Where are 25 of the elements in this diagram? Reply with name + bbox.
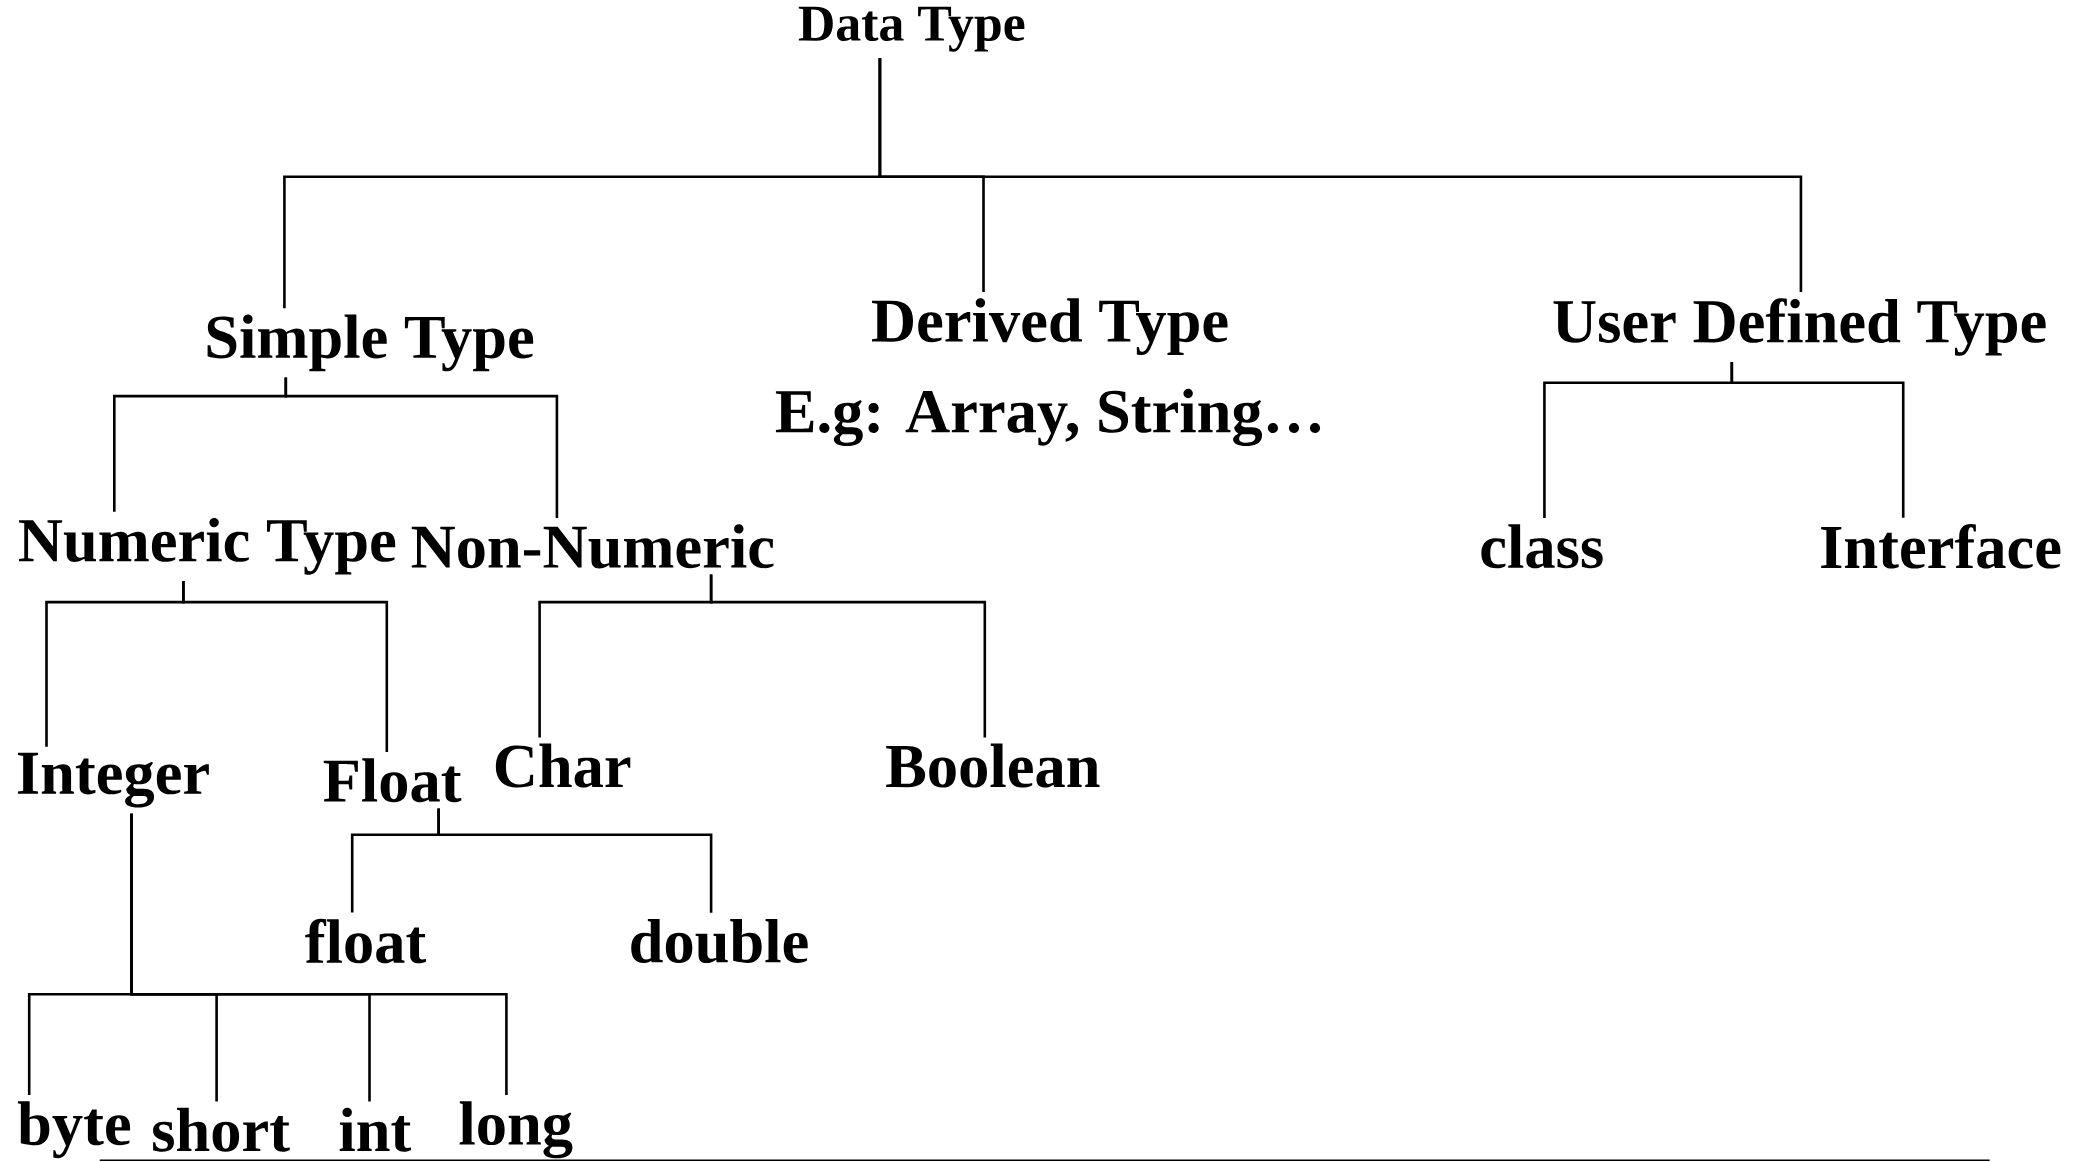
type-label: double — [631, 918, 808, 964]
type-label: byte — [17, 1101, 131, 1159]
type-label: Char — [495, 743, 631, 788]
type-label: Boolean — [886, 743, 1100, 788]
type-label: Float — [323, 758, 462, 803]
tree-connector — [284, 377, 559, 519]
type-label: Derived Type E.g: Array, String… — [775, 298, 1321, 446]
type-label: class — [1481, 524, 1603, 569]
type-label: Integer — [17, 752, 209, 808]
tree-connector — [878, 57, 1803, 293]
tree-connector — [437, 808, 713, 913]
type-label: Simple Type — [207, 314, 534, 372]
type-label: User Defined Type — [1553, 298, 2046, 356]
type-label: Non-Numeric — [411, 524, 774, 569]
type-label: float — [305, 918, 426, 964]
type-label: Numeric Type — [19, 517, 396, 575]
tree-connector — [130, 813, 508, 1095]
type-label: Data Type — [798, 6, 1025, 52]
type-label: Interface — [1821, 524, 2061, 569]
tree-connector — [182, 580, 389, 752]
tree-connector — [709, 574, 987, 738]
type-label: int — [339, 1107, 411, 1152]
tree-connector — [1730, 361, 1905, 518]
type-label: short — [153, 1107, 290, 1152]
type-label: long — [459, 1101, 573, 1159]
